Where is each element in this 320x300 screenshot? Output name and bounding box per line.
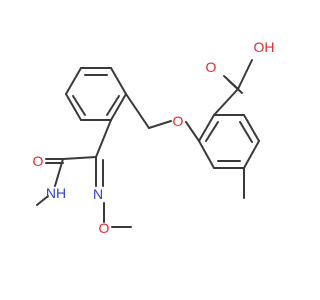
bond xyxy=(125,93,150,129)
ether-linker xyxy=(125,93,172,129)
molecule-canvas: OH O O O N NH O xyxy=(32,39,275,236)
amide-o-label: O xyxy=(33,153,44,169)
atom-labels: OH O O O N NH O xyxy=(33,39,275,236)
carboxyl-oh-label: OH xyxy=(254,39,275,55)
bond xyxy=(54,158,64,187)
oxime-o-label: O xyxy=(99,220,110,236)
bond xyxy=(243,140,260,169)
left-benzene-ring xyxy=(65,67,127,121)
bond xyxy=(198,114,215,142)
bond xyxy=(65,67,82,95)
molecule-structure: OH O O O N NH O xyxy=(33,39,275,236)
right-benzene-ring xyxy=(198,114,260,169)
bond xyxy=(213,88,239,116)
bond xyxy=(198,140,215,169)
bond-double-inner xyxy=(106,95,120,116)
bond xyxy=(243,114,260,142)
bond xyxy=(185,121,200,142)
amide-nh-label: NH xyxy=(46,185,66,201)
bond xyxy=(62,156,97,160)
bond-double-inner xyxy=(72,95,86,116)
bond xyxy=(36,195,49,206)
carboxylic-acid-group xyxy=(213,59,253,116)
bond-double-inner xyxy=(239,121,253,143)
carboxyl-o-label: O xyxy=(206,59,217,75)
bond xyxy=(237,59,253,90)
bond xyxy=(65,93,82,121)
bond-double-inner xyxy=(205,121,219,142)
bond xyxy=(110,67,127,95)
bond xyxy=(95,119,112,158)
bond xyxy=(110,93,127,121)
methoxyimino-amide-branch xyxy=(36,119,132,228)
imine-n-label: N xyxy=(93,186,103,202)
bond xyxy=(148,120,172,129)
bond xyxy=(227,79,243,94)
ether-o-label: O xyxy=(173,113,184,129)
